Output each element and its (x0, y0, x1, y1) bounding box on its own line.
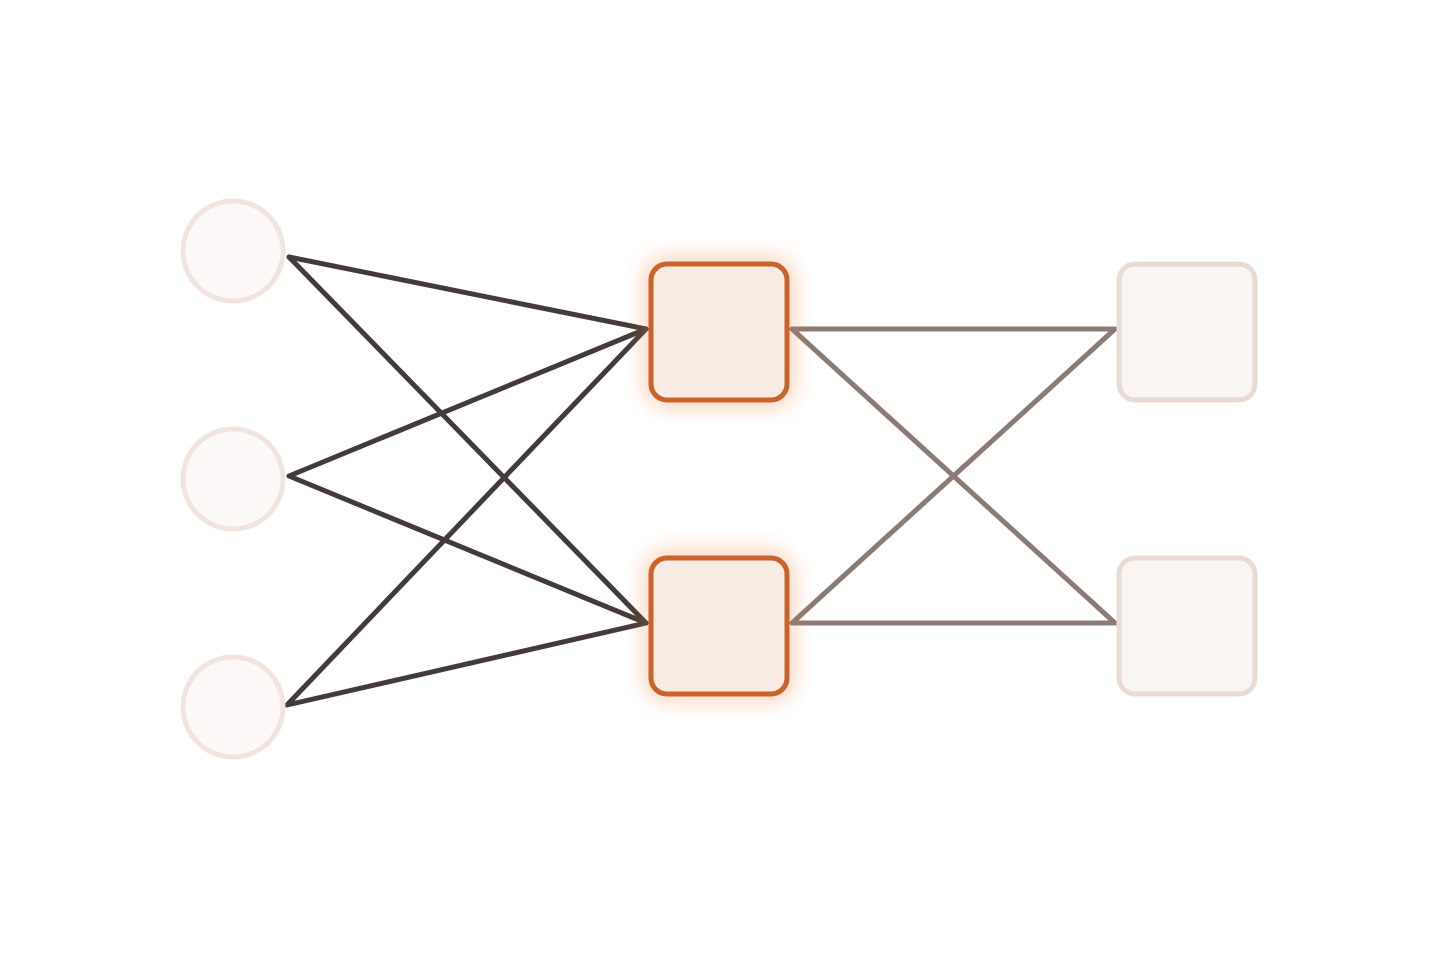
edges-layer (284, 254, 1118, 708)
node-in-2-circle (180, 426, 286, 532)
nodes-layer (180, 198, 1258, 760)
edge-hid-2-to-out-1 (789, 326, 1118, 626)
node-out-1[interactable] (1116, 261, 1258, 403)
node-in-3-circle (180, 654, 286, 760)
edge-in-2-to-hid-2 (286, 473, 649, 626)
node-in-1-circle (180, 198, 286, 304)
edge-in-3-to-hid-2 (284, 620, 649, 708)
edge-in-2-to-hid-1 (286, 326, 649, 479)
node-out-2-box (1116, 555, 1258, 697)
node-hid-1[interactable] (645, 258, 793, 406)
node-hid-2-box (648, 555, 790, 697)
node-in-3[interactable] (180, 654, 286, 760)
node-in-2[interactable] (180, 426, 286, 532)
node-hid-1-box (648, 261, 790, 403)
node-out-1-box (1116, 261, 1258, 403)
edge-in-1-to-hid-1 (286, 254, 649, 332)
edge-in-3-to-hid-1 (284, 326, 649, 708)
node-hid-2[interactable] (645, 552, 793, 700)
node-in-1[interactable] (180, 198, 286, 304)
node-out-2[interactable] (1116, 555, 1258, 697)
edge-in-1-to-hid-2 (286, 254, 649, 626)
